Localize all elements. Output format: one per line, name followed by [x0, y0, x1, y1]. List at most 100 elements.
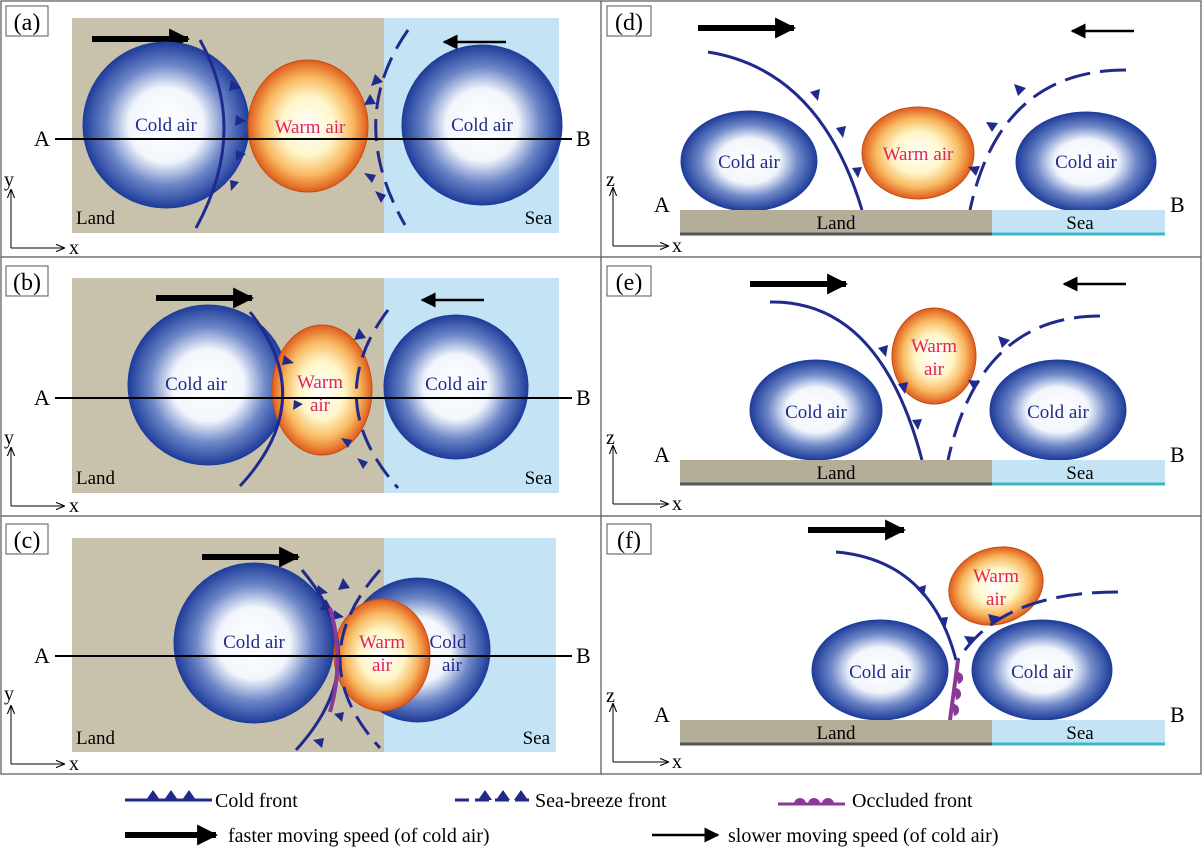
cold-front-barbs — [916, 585, 948, 629]
panel-e: (e) A B Land Sea Cold air Warm air Cold … — [606, 265, 1185, 515]
sea-breeze-barbs — [364, 74, 386, 203]
sea-label: Sea — [525, 468, 553, 489]
cold-front-barbs — [229, 80, 246, 191]
legend-cold-front-label: Cold front — [215, 790, 298, 812]
axis-label-x: x — [672, 493, 682, 515]
cold-air-label: Cold air — [1055, 152, 1117, 173]
point-b: B — [1170, 702, 1185, 727]
axis-indicator: y x — [4, 169, 79, 259]
cold-air-mass — [401, 44, 563, 206]
sea-breeze-front — [946, 314, 1101, 461]
point-a: A — [34, 643, 50, 668]
axis-label-x: x — [672, 235, 682, 257]
point-a: A — [654, 442, 670, 467]
cold-front — [769, 300, 924, 461]
warm-air-label: air — [924, 359, 945, 380]
point-a: A — [34, 385, 50, 410]
axis-label-y: y — [4, 427, 14, 449]
point-b: B — [576, 126, 591, 151]
sea-breeze-front — [956, 590, 1119, 661]
panel-label-box — [5, 265, 49, 297]
cold-front-barbs — [878, 345, 922, 430]
panel-label: (a) — [14, 10, 41, 36]
point-b: B — [1170, 442, 1185, 467]
point-b: B — [576, 643, 591, 668]
panel-label: (e) — [616, 270, 643, 296]
legend-occluded-front-label: Occluded front — [852, 790, 973, 812]
legend-fast-arrow: faster moving speed (of cold air) — [125, 824, 490, 847]
cold-front-barbs — [282, 355, 303, 410]
panel-d: (d) A B Land Sea Cold air Warm air Cold … — [606, 5, 1185, 257]
warm-air-label: Warm air — [275, 117, 346, 138]
land-label: Land — [816, 723, 856, 744]
warm-air-label: Warm — [359, 632, 405, 653]
warm-air-mass — [247, 59, 369, 193]
land-label: Land — [76, 468, 116, 489]
axis-indicator: y x — [4, 427, 79, 517]
cold-air-label: air — [442, 655, 463, 676]
axis-label-x: x — [69, 495, 79, 517]
cold-front-barbs — [810, 89, 862, 178]
cold-air-label: Cold air — [425, 374, 487, 395]
panel-borders — [0, 0, 1202, 775]
cold-air-label: Cold air — [223, 632, 285, 653]
panel-label: (b) — [13, 270, 41, 296]
warm-air-mass — [861, 106, 975, 200]
sea-breeze-barbs — [341, 328, 368, 469]
cold-front-barbs — [313, 585, 344, 748]
sea-ground — [992, 210, 1165, 234]
sea-label: Sea — [1066, 213, 1094, 234]
cold-air-mass — [383, 314, 529, 460]
cold-air-label: Cold air — [135, 115, 197, 136]
axis-label-x: x — [69, 753, 79, 775]
occluded-front — [948, 659, 960, 721]
warm-air-label: air — [372, 655, 393, 676]
sea-breeze-barbs — [968, 84, 1026, 176]
panel-label-box — [606, 523, 652, 555]
warm-air-mass — [948, 546, 1044, 626]
sea-breeze-front — [968, 68, 1127, 211]
land-label: Land — [76, 728, 116, 749]
legend-slow-arrow: slower moving speed (of cold air) — [652, 825, 998, 847]
axis-label-x: x — [672, 751, 682, 773]
axis-label-y: y — [4, 683, 14, 705]
axis-indicator: z x — [606, 427, 682, 515]
axis-label-x: x — [69, 237, 79, 259]
sea-breeze-barbs — [964, 614, 1000, 646]
sea-breeze-front — [354, 309, 400, 489]
legend: Cold front Sea-breeze front Occluded fro… — [125, 790, 998, 847]
legend-faster-label: faster moving speed (of cold air) — [228, 825, 490, 847]
sea-label: Sea — [1066, 723, 1094, 744]
land-label: Land — [816, 213, 856, 234]
sea-label: Sea — [1066, 463, 1094, 484]
sea-ground — [992, 460, 1165, 484]
cold-front — [194, 39, 226, 229]
panel-label-box — [606, 265, 652, 297]
point-a: A — [654, 702, 670, 727]
warm-air-label: air — [986, 589, 1007, 610]
cold-air-label: Cold air — [1027, 402, 1089, 423]
land-ground — [680, 460, 992, 484]
sea-label: Sea — [525, 208, 553, 229]
sea-label: Sea — [523, 728, 551, 749]
warm-air-label: Warm — [973, 566, 1019, 587]
axis-label-z: z — [606, 685, 615, 707]
cold-air-label: Cold air — [1011, 662, 1073, 683]
point-b: B — [576, 385, 591, 410]
axis-indicator: z x — [606, 685, 682, 773]
sea-breeze-barbs — [320, 578, 350, 610]
legend-slower-label: slower moving speed (of cold air) — [728, 825, 998, 847]
land-label: Land — [76, 208, 116, 229]
cold-air-label: Cold air — [849, 662, 911, 683]
warm-air-label: Warm — [911, 336, 957, 357]
point-b: B — [1170, 192, 1185, 217]
sea-breeze-front — [374, 29, 410, 226]
panel-label: (d) — [615, 10, 643, 36]
point-a: A — [654, 192, 670, 217]
land-ground — [680, 210, 992, 234]
sea-breeze-front — [338, 569, 382, 750]
axis-indicator: z x — [606, 169, 682, 257]
cold-air-label: Cold air — [451, 115, 513, 136]
panel-label-box — [5, 5, 49, 37]
